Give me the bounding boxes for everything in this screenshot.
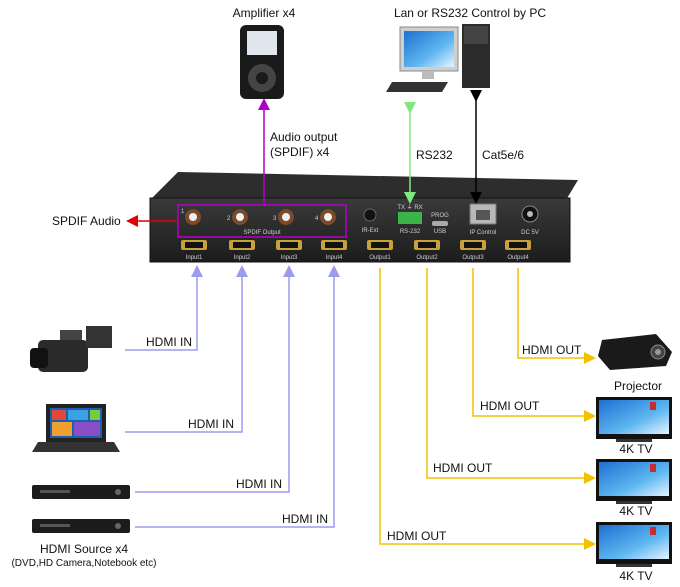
input2-label: Input2 (234, 255, 251, 261)
hdmi-output-1-line (379, 268, 596, 550)
hdmi-input-2-port (229, 240, 255, 250)
hdmi-input-3-port (276, 240, 302, 250)
laptop-icon (32, 404, 120, 452)
audio-output-label: Audio output (270, 130, 338, 144)
spdif-port-3 (278, 209, 294, 225)
rs232-terminal (398, 212, 422, 224)
hdmi-output-1-port (367, 240, 393, 250)
ip-control-label: IP Control (470, 230, 497, 236)
output4-label: Output4 (507, 255, 529, 261)
hdmi-input-1-line (125, 265, 203, 351)
hdmi-in-label-1: HDMI IN (146, 335, 192, 349)
pc-control-label: Lan or RS232 Control by PC (394, 6, 546, 20)
rs232-port-label: RS-232 (400, 229, 421, 235)
spdif-output-label: SPDIF Output (243, 230, 281, 236)
pc-icon (386, 24, 490, 92)
spdif-port-2-number: 2 (227, 216, 231, 222)
hdmi-out-label-4: HDMI OUT (387, 529, 447, 543)
output2-label: Output2 (416, 255, 438, 261)
camcorder-icon (30, 326, 112, 372)
tv-3-label: 4K TV (619, 569, 652, 583)
spdif-port-4 (320, 209, 336, 225)
source-title: HDMI Source x4 (40, 542, 128, 556)
amplifier-icon (240, 25, 284, 99)
hdmi-output-3-port (460, 240, 486, 250)
projector-icon (598, 334, 672, 370)
input4-label: Input4 (326, 255, 343, 261)
dvd-player-2-icon (32, 519, 130, 533)
tv-1-label: 4K TV (619, 442, 652, 456)
tv-2-label: 4K TV (619, 504, 652, 518)
spdif-port-1-number: 1 (181, 209, 185, 215)
matrix-device: 1 2 3 4 SPDIF Output IR-Ext TX ⏚ RX RS-2… (149, 172, 578, 263)
output3-label: Output3 (462, 255, 484, 261)
hdmi-input-4-line (135, 265, 340, 528)
tv-1-icon (596, 397, 672, 442)
hdmi-input-1-port (181, 240, 207, 250)
hdmi-out-label-1: HDMI OUT (522, 343, 582, 357)
hdmi-in-label-3: HDMI IN (236, 477, 282, 491)
ir-ext-label: IR-Ext (362, 228, 379, 234)
tv-2-icon (596, 459, 672, 504)
hdmi-input-2-line (125, 265, 248, 433)
spdif-port-2 (232, 209, 248, 225)
projector-label: Projector (614, 379, 662, 393)
spdif-audio-label: SPDIF Audio (52, 214, 121, 228)
hdmi-output-3-line (472, 268, 596, 422)
usb-label: USB (434, 229, 446, 235)
hdmi-in-label-4: HDMI IN (282, 512, 328, 526)
cat5-label: Cat5e/6 (482, 148, 524, 162)
input1-label: Input1 (186, 255, 203, 261)
tv-3-icon (596, 522, 672, 567)
hdmi-output-4-port (505, 240, 531, 250)
dc-label: DC 5V (521, 230, 539, 236)
hdmi-output-4-line (517, 268, 596, 364)
hdmi-input-4-port (321, 240, 347, 250)
hdmi-out-label-2: HDMI OUT (480, 399, 540, 413)
hdmi-in-label-2: HDMI IN (188, 417, 234, 431)
audio-output-sub-label: (SPDIF) x4 (270, 145, 330, 159)
hdmi-out-label-3: HDMI OUT (433, 461, 493, 475)
spdif-port-4-number: 4 (315, 216, 319, 222)
ir-ext-jack (363, 208, 377, 222)
output1-label: Output1 (369, 255, 391, 261)
hdmi-input-3-line (135, 265, 295, 493)
source-subtitle: (DVD,HD Camera,Notebook etc) (11, 558, 156, 569)
dvd-player-1-icon (32, 485, 130, 499)
spdif-port-1 (185, 209, 201, 225)
prog-label: PROG (431, 213, 449, 219)
hdmi-output-2-port (414, 240, 440, 250)
usb-port (432, 221, 448, 226)
amplifier-label: Amplifier x4 (233, 6, 296, 20)
spdif-port-3-number: 3 (273, 216, 277, 222)
input3-label: Input3 (281, 255, 298, 261)
rs232-label: RS232 (416, 148, 453, 162)
hdmi-output-2-line (426, 268, 596, 484)
tx-rx-label: TX ⏚ RX (397, 204, 422, 211)
